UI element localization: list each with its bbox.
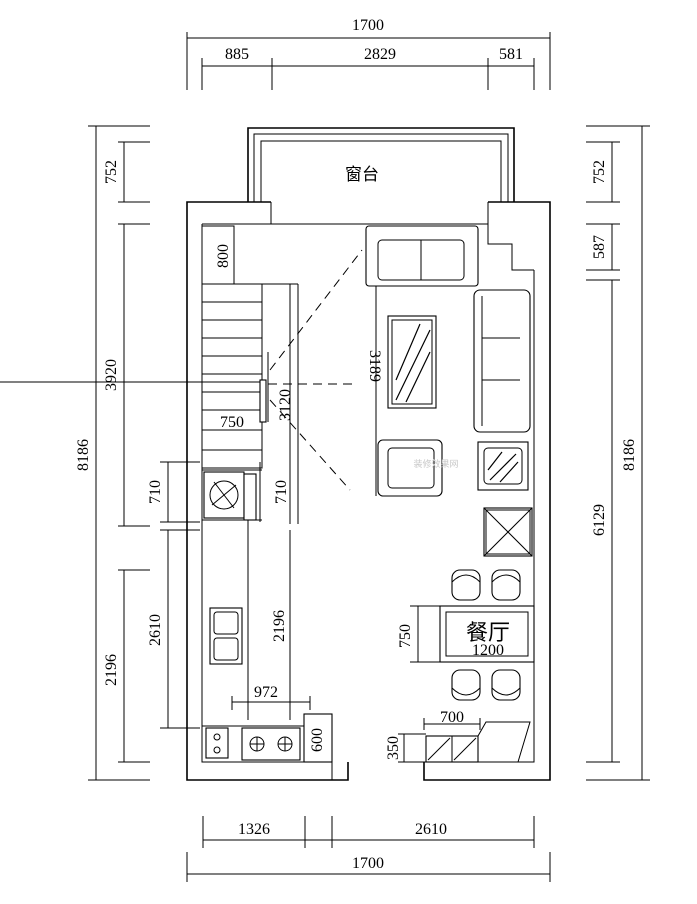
dim-top-mid: 2829 bbox=[364, 46, 396, 63]
dim-left-2196: 2196 bbox=[103, 654, 120, 686]
sink-icon bbox=[209, 607, 243, 665]
dim-right-6129: 6129 bbox=[591, 504, 608, 536]
watermark: 装修效果网 bbox=[413, 458, 458, 470]
dim-right-587: 587 bbox=[591, 235, 608, 259]
label-window-sill: 窗台 bbox=[345, 165, 379, 185]
dim-dining-1200: 1200 bbox=[472, 642, 504, 659]
dim-left-710: 710 bbox=[147, 480, 164, 504]
left-dimension-lines: 8186 752 3920 2196 710 2610 bbox=[0, 125, 262, 781]
dim-left-2610: 2610 bbox=[147, 614, 164, 646]
dim-stair-800: 800 bbox=[215, 244, 232, 268]
dim-bottom-right: 2610 bbox=[415, 821, 447, 838]
bottom-dimension-lines: 1326 2610 1700 bbox=[186, 816, 551, 882]
dining-area: 餐厅 1200 750 bbox=[397, 569, 535, 701]
dim-stair-750: 750 bbox=[220, 414, 244, 431]
shoe-cabinet: 700 350 bbox=[385, 709, 531, 763]
dim-left-total: 8186 bbox=[75, 439, 92, 471]
dim-inner-972: 972 bbox=[254, 684, 278, 701]
right-dimension-lines: 8186 752 587 6129 bbox=[586, 125, 650, 781]
dim-right-balcony: 752 bbox=[591, 160, 608, 184]
dim-dining-750: 750 bbox=[397, 624, 414, 648]
chair-top-left bbox=[451, 569, 481, 601]
dim-top-right: 581 bbox=[499, 46, 523, 63]
dim-bottom-total: 1700 bbox=[352, 855, 384, 872]
chair-bottom-right bbox=[491, 669, 521, 701]
dim-inner-600: 600 bbox=[309, 728, 326, 752]
dim-inner-3189: 3189 bbox=[366, 350, 383, 382]
dim-cabinet-350: 350 bbox=[385, 736, 402, 760]
dim-bottom-left: 1326 bbox=[238, 821, 270, 838]
living-area: 3189 bbox=[268, 225, 533, 557]
kitchen: 710 2196 972 600 bbox=[202, 462, 333, 763]
dining-table bbox=[439, 605, 535, 663]
coffee-table bbox=[387, 315, 437, 409]
top-dimension-lines: 1700 885 2829 581 bbox=[186, 17, 551, 90]
dim-top-total: 1700 bbox=[352, 17, 384, 34]
chair-top-right bbox=[491, 569, 521, 601]
dim-cabinet-700: 700 bbox=[440, 709, 464, 726]
dim-inner-3120: 3120 bbox=[277, 389, 294, 421]
dim-top-left: 885 bbox=[225, 46, 249, 63]
sofa-top bbox=[365, 225, 479, 287]
sofa-side bbox=[473, 289, 531, 433]
dim-inner-2196: 2196 bbox=[271, 610, 288, 642]
chair-bottom-left bbox=[451, 669, 481, 701]
washing-machine-icon bbox=[209, 480, 239, 510]
dim-inner-710: 710 bbox=[273, 480, 290, 504]
side-table bbox=[477, 441, 529, 491]
dim-left-3920: 3920 bbox=[103, 359, 120, 391]
dim-left-balcony: 752 bbox=[103, 160, 120, 184]
armchair bbox=[377, 439, 443, 497]
label-dining-room: 餐厅 bbox=[466, 621, 510, 646]
dim-right-total: 8186 bbox=[621, 439, 638, 471]
